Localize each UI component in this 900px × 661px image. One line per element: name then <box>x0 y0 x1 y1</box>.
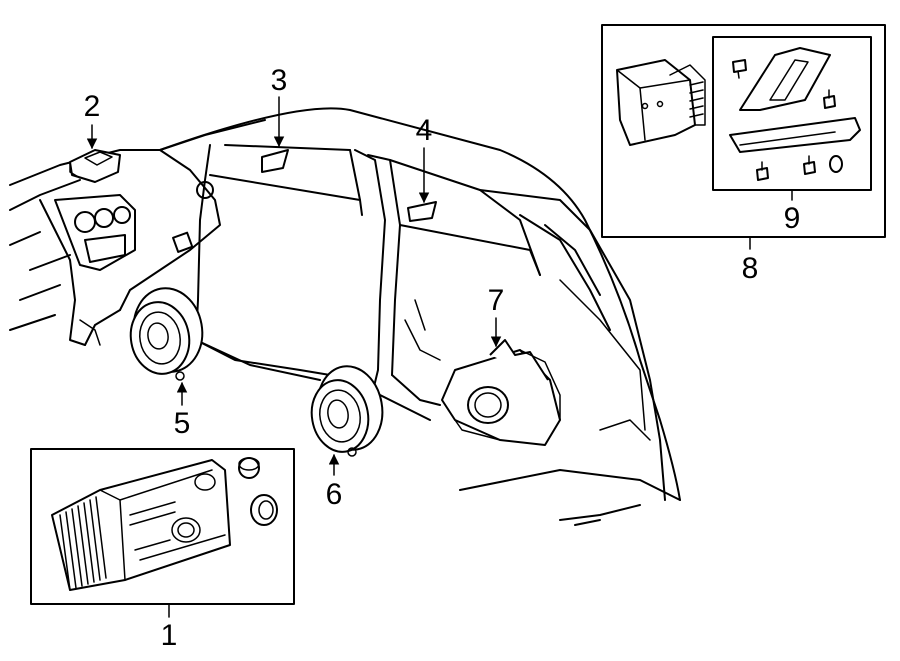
callout-leaders <box>86 96 793 618</box>
part-5-speaker <box>129 287 204 381</box>
part-3-module <box>261 149 289 173</box>
callout-number-9: 9 <box>784 202 801 235</box>
part-2-module <box>69 149 121 183</box>
part-7-subwoofer <box>441 339 561 446</box>
callout-number-3: 3 <box>271 64 288 97</box>
part-8-amplifier-box <box>601 24 886 238</box>
callout-number-4: 4 <box>416 114 433 147</box>
part-4-module <box>407 201 437 222</box>
callout-number-6: 6 <box>326 478 343 511</box>
callout-number-2: 2 <box>84 90 101 123</box>
callout-number-8: 8 <box>742 252 759 285</box>
callout-number-1: 1 <box>161 619 178 652</box>
part-1-radio-box <box>30 448 295 605</box>
part-6-speaker <box>310 365 384 457</box>
part-9-bracket-box <box>712 36 872 191</box>
callout-number-5: 5 <box>174 407 191 440</box>
callout-number-7: 7 <box>488 284 505 317</box>
